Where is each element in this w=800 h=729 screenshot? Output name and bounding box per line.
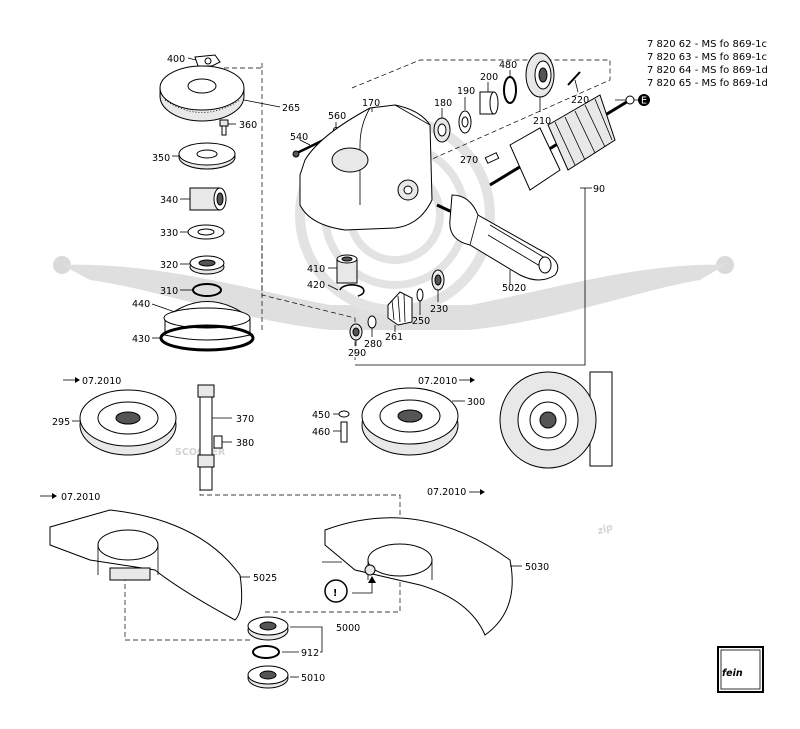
part-210-bearing-plate: [525, 52, 555, 112]
part-label: 280: [364, 339, 382, 350]
part-290-bearing: [349, 323, 363, 346]
part-200-bush: [479, 82, 499, 115]
part-460-screw: [333, 421, 348, 443]
part-230-bearing: [431, 269, 445, 302]
part-label: 5030: [525, 562, 549, 573]
part-label: 420: [307, 280, 325, 291]
part-295-bearing-flange: [72, 389, 177, 456]
part-label: 450: [312, 410, 330, 421]
part-label: 290: [348, 348, 366, 359]
date-mark: 07.2010: [427, 487, 466, 498]
part-label: 440: [132, 299, 150, 310]
part-360-screw: [219, 119, 236, 136]
part-label: 360: [239, 120, 257, 131]
part-label: 5025: [253, 573, 277, 584]
part-label: 180: [434, 98, 452, 109]
part-912-oring: [252, 645, 299, 659]
model-line: 7 820 64 - MS fo 869-1d: [647, 65, 768, 76]
date-marks: 07.2010 07.2010 07.2010 07.2010: [40, 376, 485, 503]
part-180-bearing: [433, 108, 451, 143]
part-label: 410: [307, 264, 325, 275]
part-label: 270: [460, 155, 478, 166]
part-label: 250: [412, 316, 430, 327]
part-label: 5010: [301, 673, 325, 684]
part-370-spindle: [197, 384, 232, 491]
part-label: 295: [52, 417, 70, 428]
part-400-clip: [187, 54, 221, 67]
part-410-needle-bearing: [328, 254, 358, 284]
part-label: 220: [571, 95, 589, 106]
part-261-pinion: [387, 291, 413, 332]
watermark-script: zip: [595, 522, 614, 538]
part-5030-wheel-guard: [324, 517, 522, 636]
date-mark: 07.2010: [82, 376, 121, 387]
part-label: 430: [132, 334, 150, 345]
part-label: 480: [499, 60, 517, 71]
model-list: 7 820 62 - MS fo 869-1c 7 820 63 - MS fo…: [647, 38, 768, 90]
model-line: 7 820 65 - MS fo 869-1d: [647, 78, 768, 89]
model-line: 7 820 62 - MS fo 869-1c: [647, 39, 768, 50]
part-5010-nut: [247, 665, 299, 689]
part-170-gear-housing: [299, 104, 433, 231]
part-265-bevel-gear: [159, 65, 281, 122]
part-220-screw: [567, 71, 581, 93]
part-label: 460: [312, 427, 330, 438]
part-5025-wheel-guard: [49, 509, 250, 621]
part-label: 170: [362, 98, 380, 109]
model-line: 7 820 63 - MS fo 869-1c: [647, 52, 768, 63]
part-label: 912: [301, 648, 319, 659]
date-mark: 07.2010: [61, 492, 100, 503]
part-380-key: [213, 435, 232, 449]
warning-marker: !: [324, 576, 376, 603]
part-label: 540: [290, 132, 308, 143]
part-5020-side-handle: [436, 194, 559, 285]
part-label: 200: [480, 72, 498, 83]
date-mark: 07.2010: [418, 376, 457, 387]
part-5000-flange: [247, 616, 323, 653]
part-310-oring: [180, 283, 222, 297]
logo-text: fein: [722, 668, 743, 679]
part-label: 265: [282, 103, 300, 114]
part-label: 560: [328, 111, 346, 122]
part-label: 310: [160, 286, 178, 297]
part-430-felt-ring: [152, 324, 255, 352]
part-300-bearing-flange: [361, 387, 465, 456]
part-label: 5000: [336, 623, 360, 634]
part-label: 380: [236, 438, 254, 449]
part-label: 400: [167, 54, 185, 65]
part-350-flange: [172, 142, 236, 170]
part-340-bearing: [180, 187, 227, 211]
marker-e: E: [641, 96, 647, 107]
part-270-key: [484, 152, 500, 164]
part-label: 370: [236, 414, 254, 425]
part-label: 261: [385, 332, 403, 343]
part-420-circlip: [327, 284, 365, 297]
part-190-ring: [458, 97, 472, 134]
part-label: 90: [593, 184, 605, 195]
part-480-oring: [503, 70, 517, 104]
part-320-seal: [180, 255, 225, 275]
part-250-washer: [416, 288, 424, 315]
part-label: 190: [457, 86, 475, 97]
part-label: 340: [160, 195, 178, 206]
part-450-washer: [333, 410, 350, 418]
part-440-dust-shield: [151, 301, 251, 341]
warning-symbol: !: [333, 588, 337, 599]
part-label: 230: [430, 304, 448, 315]
part-label: 210: [533, 116, 551, 127]
fein-logo: fein: [717, 646, 764, 693]
part-330-washer: [180, 224, 225, 240]
part-label: 320: [160, 260, 178, 271]
part-90-armature: E: [489, 94, 650, 191]
part-280-washer: [367, 315, 377, 337]
flange-end-view: [499, 371, 613, 469]
part-label: 300: [467, 397, 485, 408]
part-labels: 400 265 360 350 340 330 320 310 440 430 …: [52, 54, 605, 684]
part-label: 330: [160, 228, 178, 239]
part-label: 5020: [502, 283, 526, 294]
part-label: 350: [152, 153, 170, 164]
